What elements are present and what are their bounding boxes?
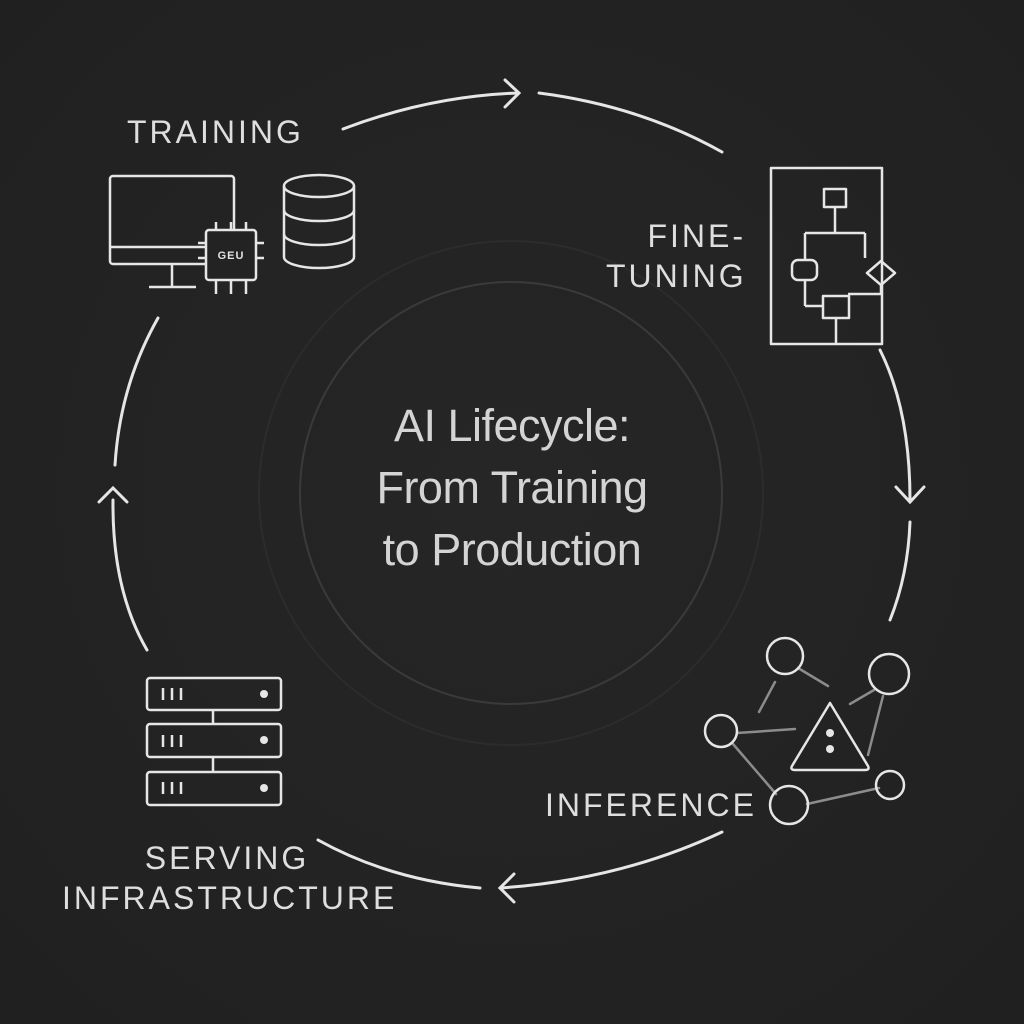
title-line-2: From Training [376,462,648,513]
document-outline [769,166,884,346]
gpu-chip-icon [198,222,264,294]
arc-right-lower [888,520,912,622]
database-icon [282,173,356,270]
gpu-chip-label: GEU [218,250,245,262]
arc-serving-to-training [111,498,149,652]
arc-inference-to-serving [498,830,724,890]
arc-bottom-left [316,838,482,890]
arrow-finetuning-to-inference [894,485,926,505]
warning-triangle [790,701,870,772]
arrow-inference-to-serving [497,872,516,904]
serving-label-line1: SERVING [144,840,310,876]
arrow-training-to-finetuning [503,78,522,109]
arrow-serving-to-training [97,485,129,504]
finetuning-label-line2: TUNING [606,258,747,294]
inference-label: INFERENCE [545,787,757,823]
center-outer-ring [258,240,764,746]
finetuning-icon [769,166,897,346]
finetuning-label-line1: FINE- [647,218,746,254]
title-line-1: AI Lifecycle: [393,400,631,451]
serving-label: SERVING INFRASTRUCTURE [62,838,398,918]
title-line-3: to Production [382,524,642,575]
serving-label-line2: INFRASTRUCTURE [62,880,398,916]
inference-icon [703,636,911,826]
arc-top-right [537,91,724,154]
training-label: TRAINING [127,114,304,150]
finetuning-label: FINE- TUNING [606,216,746,296]
training-icon [108,173,356,294]
server-rack-icon [145,676,283,807]
arc-left-upper [113,316,160,467]
arc-training-to-finetuning [341,91,520,131]
diagram-title: AI Lifecycle: From Training to Productio… [312,395,712,581]
arc-finetuning-to-inference [878,348,912,502]
center-inner-ring [299,281,723,705]
